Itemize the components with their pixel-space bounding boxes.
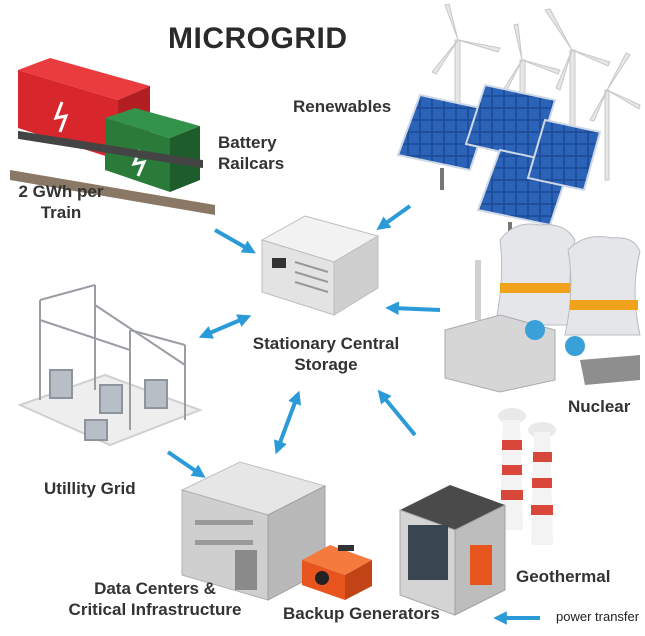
label-central-line2: Storage [294,355,358,374]
diagram-title: MICROGRID [168,22,348,55]
legend-text: power transfer [556,609,640,624]
label-backup-generators: Backup Generators [283,604,440,623]
arrow-grid-storage-bidirectional [198,314,252,339]
label-data-centers: Data Centers & Critical Infrastructure [55,578,255,620]
label-central-storage: Stationary Central Storage [236,333,416,375]
label-utility-grid: Utillity Grid [44,479,136,498]
label-datacenters-line1: Data Centers & [94,579,216,598]
solar-panels-icon [396,83,602,238]
label-capacity: 2 GWh per Train [6,181,116,223]
legend: power transfer [548,609,639,624]
label-battery-line1: Battery [218,133,277,152]
power-transfer-arrows [166,204,540,625]
label-battery-railcars: Battery Railcars [218,132,284,174]
geothermal-plant-icon [399,408,556,616]
label-capacity-line2: Train [40,203,82,222]
label-central-line1: Stationary Central [252,334,400,353]
central-storage-icon [260,215,380,316]
label-nuclear: Nuclear [568,397,631,416]
arrow-renewables-to-storage [376,204,412,230]
label-datacenters-line2: Critical Infrastructure [68,600,242,619]
arrow-grid-to-datacenter [166,450,206,478]
backup-generator-icon [302,545,372,600]
wind-turbines-icon [431,3,641,181]
label-renewables: Renewables [293,97,392,116]
arrow-geothermal-to-storage [377,389,417,437]
battery-railcars-icon [10,58,215,215]
label-geothermal: Geothermal [516,567,611,586]
arrow-railcars-to-storage [214,228,256,254]
utility-grid-icon [17,284,203,447]
label-capacity-line1: 2 GWh per [18,182,104,201]
arrow-datacenter-storage-bidirectional [274,390,301,455]
arrow-nuclear-to-storage [385,301,441,316]
nuclear-plant-icon [444,223,641,393]
label-battery-line2: Railcars [218,154,285,173]
